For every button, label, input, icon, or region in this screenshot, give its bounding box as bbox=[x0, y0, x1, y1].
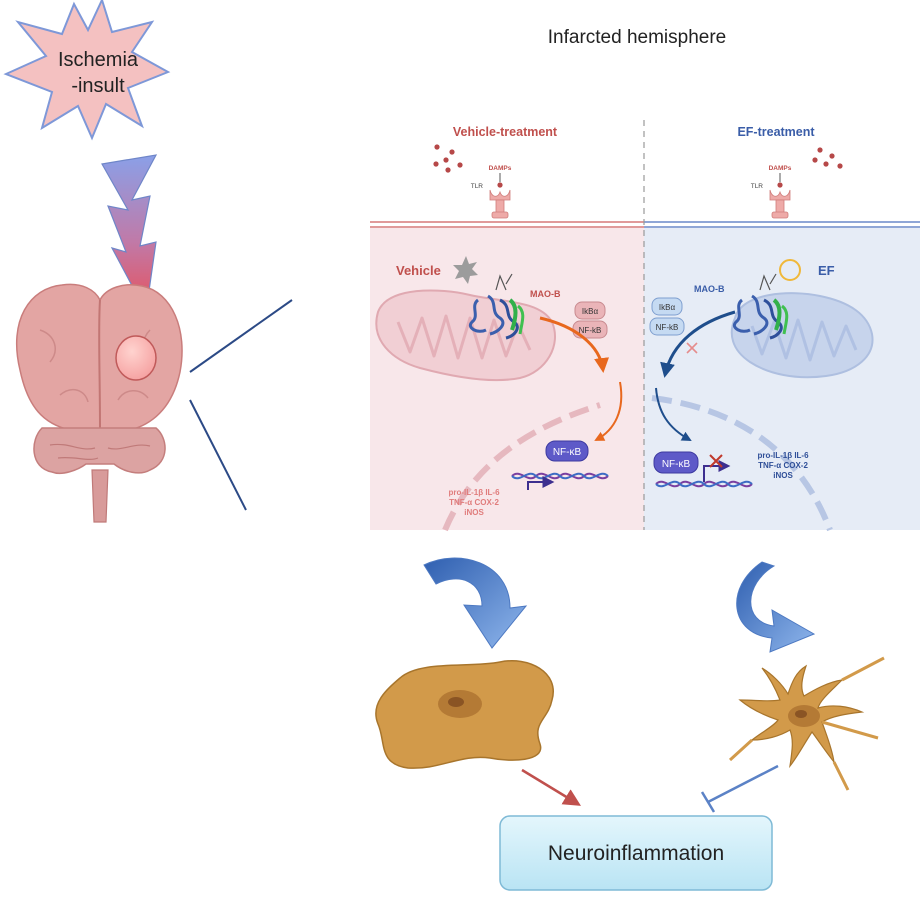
ef-genes-line3: iNOS bbox=[773, 471, 793, 480]
ef-panel-bg bbox=[644, 228, 920, 530]
zoom-line-top bbox=[189, 299, 293, 373]
ef-blocked-activation-arrow bbox=[660, 310, 736, 378]
ef-mitochondrion bbox=[730, 292, 874, 379]
hemisphere-title: Infarcted hemisphere bbox=[548, 27, 727, 48]
ef-damp-dots bbox=[812, 147, 843, 169]
vehicle-tlr-label: TLR bbox=[471, 183, 484, 190]
ef-nucleus-envelope bbox=[651, 395, 833, 532]
insult-label-line2: -insult bbox=[71, 75, 125, 97]
vehicle-reactive-species-icon bbox=[453, 256, 478, 284]
vehicle-tlr-receptor-icon bbox=[489, 189, 511, 219]
brain-illustration bbox=[15, 283, 183, 523]
ef-genes-line2: TNF-α COX-2 bbox=[758, 461, 808, 470]
ef-tlr-label: TLR bbox=[751, 183, 764, 190]
vehicle-mao-b-label: MAO-B bbox=[530, 289, 561, 299]
vehicle-mao-b-protein-icon bbox=[469, 273, 525, 340]
ef-tlr-receptor-icon bbox=[769, 189, 791, 219]
vehicle-nfkb-nuclear-box bbox=[545, 440, 589, 462]
ef-header: EF-treatment bbox=[737, 125, 815, 139]
ef-damp-bound bbox=[777, 182, 783, 188]
ef-inhibition-cross-icon bbox=[686, 342, 698, 354]
resting-microglia-cell bbox=[728, 656, 885, 791]
vehicle-damp-dots bbox=[433, 144, 463, 173]
vehicle-nfkb-complex-label: NF-kB bbox=[579, 326, 602, 335]
vehicle-mitochondrion bbox=[375, 289, 557, 382]
ef-translocation-arrow bbox=[655, 387, 692, 441]
vehicle-damp-bound bbox=[497, 182, 503, 188]
ef-inhibits-line bbox=[700, 764, 779, 813]
ef-ikba-label: IkBα bbox=[659, 303, 676, 312]
ef-nfkb-box bbox=[649, 317, 685, 336]
ef-genes-line1: pro-IL-1β IL-6 bbox=[757, 451, 809, 460]
neuroinflammation-label: Neuroinflammation bbox=[548, 842, 724, 865]
ef-curved-arrow-icon bbox=[736, 561, 816, 653]
ef-label: EF bbox=[818, 263, 835, 278]
vehicle-header: Vehicle-treatment bbox=[453, 125, 558, 139]
infarct-lesion bbox=[115, 335, 157, 381]
ef-nfkb-complex-label: NF-kB bbox=[656, 323, 679, 332]
ef-nfkb-nuclear-label: NF-κB bbox=[662, 459, 691, 470]
vehicle-ikba-label: IkBα bbox=[582, 307, 599, 316]
vehicle-label: Vehicle bbox=[396, 263, 441, 278]
ef-nfkb-nuclear-box bbox=[653, 451, 699, 474]
vehicle-damps-label: DAMPs bbox=[489, 165, 512, 172]
vehicle-genes-line3: iNOS bbox=[464, 508, 484, 517]
activated-microglia-cell bbox=[375, 660, 554, 769]
ef-transcription-block-icon bbox=[709, 454, 723, 468]
vehicle-genes-line1: pro-IL-1β IL-6 bbox=[448, 488, 500, 497]
vehicle-nfkb-nuclear-label: NF-κB bbox=[553, 447, 582, 458]
vehicle-translocation-arrow bbox=[594, 381, 623, 441]
zoom-line-bottom bbox=[189, 399, 247, 511]
vehicle-nucleus-envelope bbox=[442, 402, 601, 532]
ef-mao-b-protein-icon bbox=[733, 273, 789, 340]
vehicle-curved-arrow-icon bbox=[423, 557, 528, 649]
lightning-bolt-icon bbox=[101, 154, 158, 314]
vehicle-transcription-arrow bbox=[527, 476, 555, 490]
ef-mao-b-label: MAO-B bbox=[694, 284, 725, 294]
neuroinflammation-box bbox=[499, 815, 773, 891]
ef-damps-label: DAMPs bbox=[769, 165, 792, 172]
insult-label-line1: Ischemia bbox=[58, 49, 139, 71]
ischemia-insult-starburst: Ischemia -insult bbox=[3, 0, 171, 141]
vehicle-dna-icon bbox=[511, 472, 609, 480]
ef-compound-icon bbox=[779, 259, 801, 281]
vehicle-activation-arrow bbox=[539, 316, 610, 373]
vehicle-ikba-box bbox=[574, 301, 606, 320]
vehicle-genes-line2: TNF-α COX-2 bbox=[449, 498, 499, 507]
ef-ikba-box bbox=[651, 297, 683, 316]
ef-dna-icon bbox=[655, 480, 753, 488]
vehicle-promotes-arrow bbox=[521, 768, 581, 806]
